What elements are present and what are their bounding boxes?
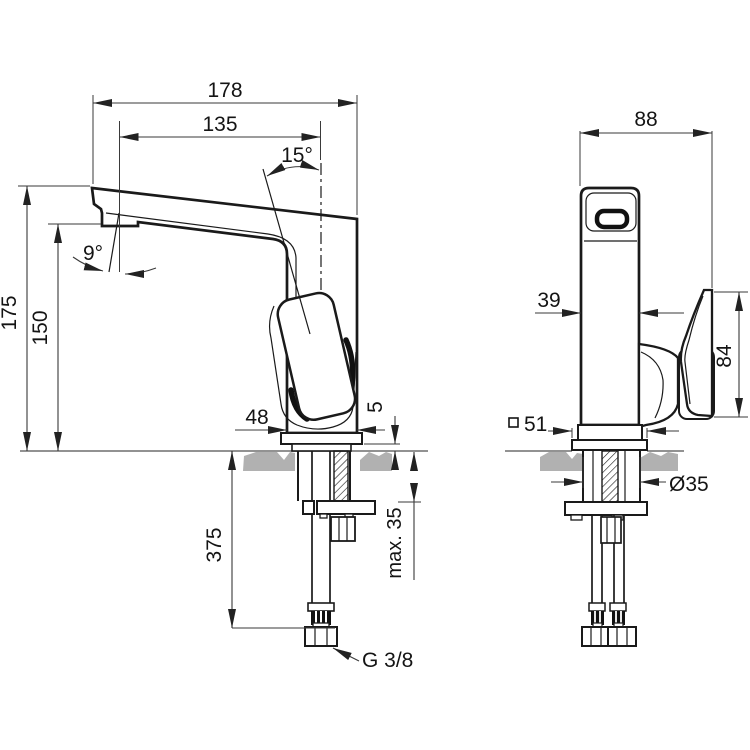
angle-arc-lever: [266, 160, 320, 177]
angle-arc-outlet-left: [72, 256, 104, 272]
countertop-slab-left: [540, 452, 583, 471]
front-view: 88 39 84 51 Ø35: [505, 108, 748, 647]
lever-handle-front: [679, 288, 714, 418]
base-gasket: [291, 443, 352, 452]
side-view: 178 135 15° 9° 175 150: [0, 79, 428, 672]
base-flange: [571, 439, 648, 451]
spout-head-inner-line: [585, 192, 637, 232]
spout-inner-line: [105, 212, 297, 298]
dim-body-depth: 48: [245, 406, 268, 429]
dim-base-square-width: 51: [524, 413, 547, 436]
mounting-bracket-tab: [302, 500, 315, 515]
side-view-dimensions: 178 135 15° 9° 175 150: [0, 79, 421, 672]
square-symbol: [508, 417, 519, 428]
dim-max-mounting-thickness: max. 35: [384, 507, 406, 578]
dim-lever-angle: 15°: [281, 144, 313, 167]
base-block: [577, 424, 643, 441]
hose-coupling-nut: [581, 626, 611, 647]
front-view-dimensions: 88 39 84 51 Ø35: [508, 108, 748, 496]
mounting-bracket: [564, 501, 648, 516]
bracket-foot-left: [319, 513, 328, 519]
dim-spout-reach: 135: [202, 113, 237, 136]
cartridge-bulge: [637, 342, 680, 429]
dim-outlet-height: 150: [29, 310, 52, 345]
dim-supply-connection: G 3/8: [362, 649, 413, 672]
dim-overall-length: 178: [207, 79, 242, 102]
dim-overall-height: 175: [0, 295, 21, 330]
mounting-bracket: [316, 500, 376, 515]
g38-hex-nut: [304, 626, 338, 647]
threaded-rod: [333, 450, 349, 502]
body-column: [579, 186, 641, 427]
lever-inner-line: [684, 295, 704, 405]
dim-handle-height: 84: [713, 344, 736, 368]
countertop-slab-right: [360, 452, 392, 471]
countertop-slab-left: [243, 452, 295, 471]
bracket-foot-left: [570, 514, 583, 521]
dim-spout-angle: 9°: [83, 242, 103, 265]
leader-connection: [332, 647, 360, 662]
dim-base-plate-height: 5: [364, 401, 387, 413]
hose-collar: [588, 602, 606, 612]
lever-axis-line: [262, 168, 311, 335]
spout-outlet-slot: [594, 208, 630, 230]
base-flange: [280, 432, 363, 445]
hose-collar: [307, 602, 335, 612]
angle-arc-outlet-right: [124, 267, 157, 278]
lever-handle-side: [276, 291, 357, 421]
mounting-nut-front: [600, 516, 622, 544]
dim-body-width: 39: [537, 289, 560, 312]
threaded-rod: [601, 450, 619, 503]
dim-overall-width: 88: [634, 108, 657, 131]
dim-hose-length: 375: [203, 527, 226, 562]
mounting-nut: [330, 516, 356, 542]
lever-recess-outline: [268, 305, 357, 430]
hose-collar: [609, 602, 627, 612]
hose-coupling-nut: [607, 626, 637, 647]
dim-mounting-hole-diameter: Ø35: [669, 473, 709, 496]
outlet-angle-line: [108, 212, 120, 273]
countertop-slab-right: [640, 452, 678, 471]
bulge-inner-line: [640, 351, 664, 419]
